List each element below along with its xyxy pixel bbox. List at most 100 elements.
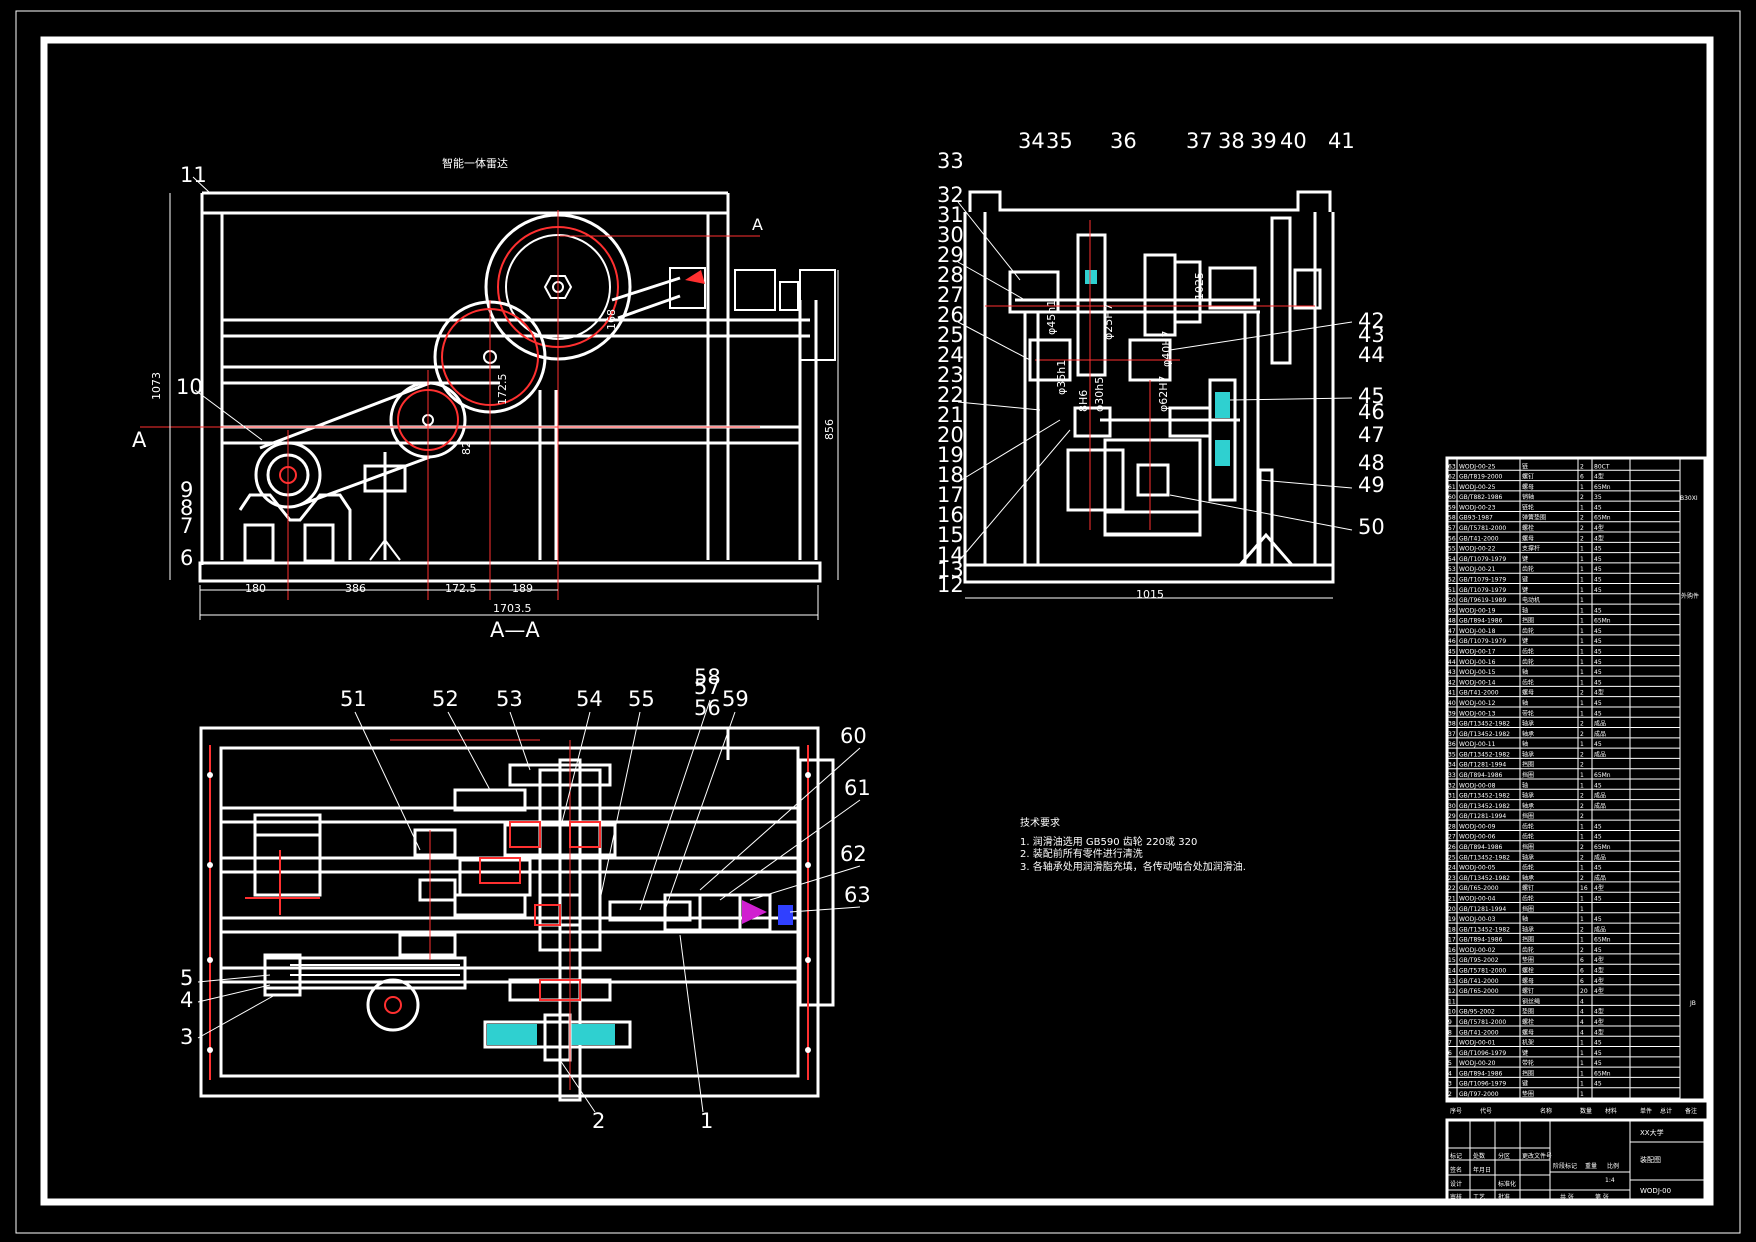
parts-cell: 5 (1448, 1060, 1452, 1067)
parts-cell: 挡圈 (1522, 812, 1534, 820)
side-callout-31: 31 (937, 203, 964, 227)
parts-cell: 45 (1594, 700, 1602, 707)
dim-seg1: 180 (245, 582, 266, 595)
parts-cell: 4 (1580, 1019, 1584, 1026)
parts-cell: 39 (1448, 710, 1456, 717)
parts-cell: GB/T41-2000 (1459, 1029, 1499, 1036)
parts-cell: 45 (1594, 1050, 1602, 1057)
side-callout-49: 49 (1358, 473, 1385, 497)
parts-cell: GB/T1096-1979 (1459, 1081, 1506, 1088)
plan-callout-55: 55 (628, 687, 655, 711)
parts-cell: 45 (1594, 504, 1602, 511)
parts-cell: 63 (1448, 463, 1456, 470)
parts-cell: 齿轮 (1522, 648, 1534, 656)
parts-cell: 1 (1580, 700, 1584, 707)
parts-cell: 29 (1448, 813, 1456, 820)
side-dim-d6: φ62H7 (1157, 375, 1170, 412)
parts-cell: WODJ-00-06 (1459, 834, 1496, 841)
side-callout-15: 15 (937, 523, 964, 547)
parts-cell: 35 (1594, 494, 1602, 501)
parts-cell: 4型 (1594, 1028, 1604, 1036)
parts-cell: 45 (1594, 669, 1602, 676)
parts-cell: GB/T894-1986 (1459, 937, 1503, 944)
parts-cell: 轴承 (1522, 874, 1534, 882)
notes-line-3: 3. 各轴承处用润滑脂充填，各传动啮合处加润滑油. (1020, 860, 1246, 873)
dim-overall-width: 1703.5 (493, 602, 532, 615)
parts-cell: 6 (1580, 978, 1584, 985)
parts-cell: 2 (1580, 515, 1584, 522)
parts-cell: 58 (1448, 515, 1456, 522)
parts-cell: 轴 (1522, 668, 1528, 676)
parts-cell: 齿轮 (1522, 894, 1534, 902)
parts-cell: 45 (1594, 649, 1602, 656)
side-callout-35: 35 (1046, 129, 1073, 153)
parts-cell: 挡圈 (1522, 761, 1534, 769)
plan-callout-63: 63 (844, 883, 871, 907)
parts-cell: 4型 (1594, 956, 1604, 964)
parts-cell: GB/T1096-1979 (1459, 1050, 1506, 1057)
parts-cell: 挡圈 (1522, 905, 1534, 913)
parts-cell: 1 (1580, 772, 1584, 779)
parts-cell: 8 (1448, 1029, 1452, 1036)
parts-cell: 1 (1580, 1070, 1584, 1077)
parts-cell: 1 (1580, 618, 1584, 625)
parts-cell: 链 (1522, 462, 1528, 470)
parts-cell: 垫圈 (1522, 1090, 1534, 1098)
parts-cell: 65Mn (1594, 844, 1611, 851)
parts-cell: 65Mn (1594, 1070, 1611, 1077)
side-callout-30: 30 (937, 223, 964, 247)
parts-cell: WODJ-00-19 (1459, 607, 1496, 614)
parts-cell: 45 (1594, 710, 1602, 717)
parts-cell: 33 (1448, 772, 1456, 779)
parts-cell: 38 (1448, 721, 1456, 728)
parts-cell: WODJ-00-04 (1459, 895, 1496, 902)
dim-center-c: 168 (605, 309, 618, 330)
side-callout-34: 34 (1018, 129, 1045, 153)
parts-cell: 51 (1448, 587, 1456, 594)
parts-cell: GB/T13452-1982 (1459, 854, 1510, 861)
parts-cell: 弹簧垫圈 (1522, 514, 1546, 522)
parts-cell: 1 (1580, 566, 1584, 573)
parts-cell: 54 (1448, 556, 1456, 563)
dim-seg2: 386 (345, 582, 366, 595)
parts-cell: GB/T819-2000 (1459, 474, 1503, 481)
side-callout-45: 45 (1358, 384, 1385, 408)
parts-cell: 45 (1594, 834, 1602, 841)
parts-cell: 4型 (1594, 987, 1604, 995)
parts-cell: 4 (1448, 1070, 1452, 1077)
plan-callout-59: 59 (722, 687, 749, 711)
parts-cell: 螺母 (1522, 483, 1534, 491)
side-callout-40: 40 (1280, 129, 1307, 153)
parts-cell: 24 (1448, 865, 1456, 872)
parts-cell: 23 (1448, 875, 1456, 882)
parts-cell: 4 (1580, 998, 1584, 1005)
side-callout-17: 17 (937, 483, 964, 507)
side-callout-20: 20 (937, 423, 964, 447)
parts-cell: 6 (1448, 1050, 1452, 1057)
side-dim-d3: φ35h1 (1055, 360, 1068, 395)
parts-cell: 轴承 (1522, 730, 1534, 738)
parts-cell: 65Mn (1594, 937, 1611, 944)
parts-cell: 65Mn (1594, 484, 1611, 491)
plan-callout-62: 62 (840, 842, 867, 866)
parts-cell: 25 (1448, 854, 1456, 861)
parts-cell: 带轮 (1522, 1059, 1534, 1067)
dim-center-b: 82 (460, 441, 473, 455)
parts-cell: GB/T41-2000 (1459, 978, 1499, 985)
parts-cell: 键 (1522, 637, 1528, 645)
parts-cell: 45 (1594, 947, 1602, 954)
tb-cell-standard: 标准化 (1498, 1180, 1516, 1188)
parts-cell: 机架 (1522, 1039, 1534, 1047)
parts-cell: 螺母 (1522, 1028, 1534, 1036)
parts-cell: 32 (1448, 782, 1456, 789)
side-callout-44: 44 (1358, 343, 1385, 367)
tb-cell-approve: 批准 (1498, 1193, 1510, 1201)
parts-cell: 键 (1522, 575, 1528, 583)
parts-cell: 35 (1448, 751, 1456, 758)
parts-cell: 19 (1448, 916, 1456, 923)
parts-cell: 螺母 (1522, 977, 1534, 985)
parts-cell: 螺钉 (1522, 473, 1534, 481)
side-dim-d2: φ25H7 (1102, 303, 1115, 340)
parts-cell: 45 (1594, 638, 1602, 645)
plan-callout-58: 58 (694, 665, 721, 689)
